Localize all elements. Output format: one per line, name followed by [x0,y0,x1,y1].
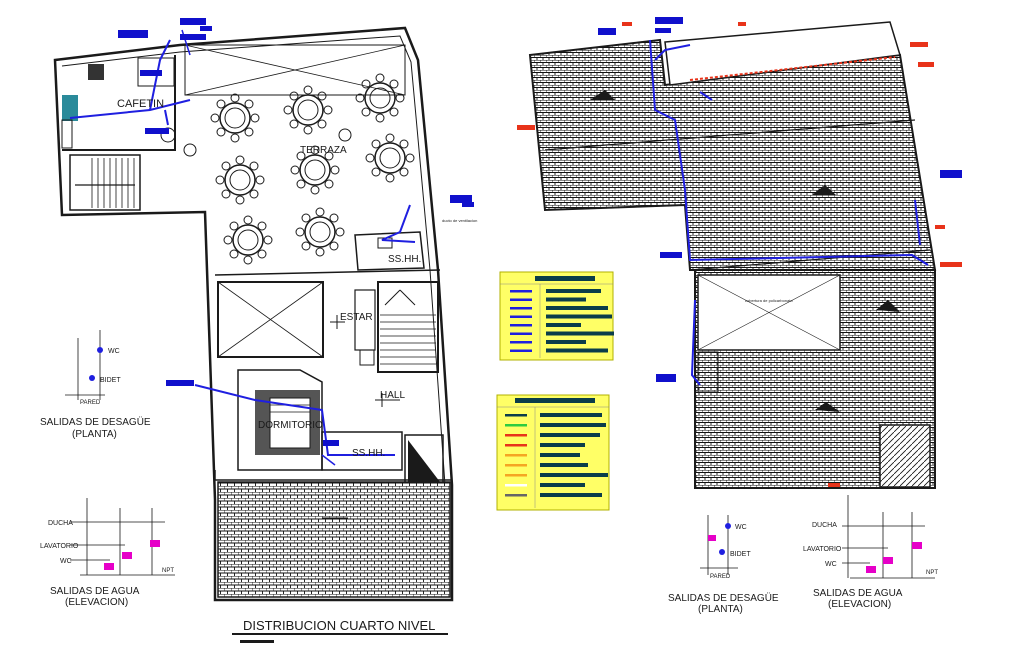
detail-agua-right-lavatorio: LAVATORIO [803,546,842,553]
legend-description [546,306,608,310]
legend-symbol [510,324,532,327]
detail-desague-right: WC BIDET PARED SALIDAS DE DESAGÜE (PLANT… [668,515,779,615]
legend-symbol [505,464,527,467]
legend-symbol [510,332,532,335]
stair-center [377,281,439,373]
tags-right [598,17,962,382]
legend-description [540,453,580,457]
legend-symbol [505,454,527,457]
detail-desague-left-wc: WC [108,348,120,355]
legend-symbol [510,290,532,293]
legend-top [499,271,614,361]
legend-description [546,331,614,336]
detail-agua-left-title2: (ELEVACION) [65,597,128,608]
plan-left-eave [184,44,406,96]
legend-symbol [505,434,527,437]
legend-description [546,297,586,302]
stair-left [69,154,141,211]
room-label-cafetin: CAFETIN [117,98,164,110]
plan-left-title: DISTRIBUCION CUARTO NIVEL [243,618,435,633]
detail-agua-right-npt: NPT [926,570,938,576]
legend-description [540,493,602,497]
detail-agua-left-ducha: DUCHA [48,520,73,527]
detail-desague-left-bidet: BIDET [100,377,121,384]
room-label-terraza: TERRAZA [300,145,347,156]
balcony-tiles [217,481,451,598]
floor-plan-left: CAFETIN TERRAZA SS.HH. ESTAR HALL DORMIT… [53,18,477,643]
detail-desague-left-pared: PARED [80,400,101,406]
detail-agua-right-ducha: DUCHA [812,522,837,529]
legend-symbol [505,474,527,477]
tags-left [118,18,474,446]
detail-agua-right-title2: (ELEVACION) [828,599,891,610]
roof-plan-right: cobertura de policarbonato [517,17,962,615]
terrace-tables [210,73,415,265]
detail-desague-right-title1: SALIDAS DE DESAGÜE [668,592,779,604]
legend-description [546,348,608,353]
legend-description [540,423,606,427]
room-label-sshh-bottom: SS.HH. [352,448,385,459]
detail-agua-left-npt: NPT [162,568,174,574]
legend-description [540,463,588,467]
note-policarbonato: cobertura de policarbonato [745,298,793,303]
legend-symbol [510,307,532,310]
detail-agua-right-wc: WC [825,561,837,568]
legend-description [546,289,601,293]
detail-desague-left-title1: SALIDAS DE DESAGÜE [40,416,151,428]
legend-symbol [505,484,527,487]
legend-description [540,443,585,447]
detail-agua-left: DUCHA LAVATORIO WC NPT SALIDAS DE AGUA (… [40,498,175,608]
legend-symbol [510,349,532,352]
room-label-hall: HALL [380,390,405,401]
detail-agua-left-lavatorio: LAVATORIO [40,543,79,550]
legend-symbol [505,414,527,417]
legend-bottom [496,394,610,511]
pipe-left-mid [194,204,416,456]
detail-desague-left-title2: (PLANTA) [72,429,117,440]
legend-symbol [505,494,527,497]
legend-symbol [510,341,532,344]
legend-description [540,413,602,417]
room-label-dormitorio: DORMITORIO [258,420,323,431]
pipe-left-top [69,39,191,126]
room-label-sshh-top: SS.HH. [388,254,421,265]
legend-description [546,323,581,327]
detail-desague-right-wc: WC [735,524,747,531]
detail-desague-right-bidet: BIDET [730,551,751,558]
detail-agua-left-title1: SALIDAS DE AGUA [50,586,140,597]
note-ducto: ducto de ventilacion [442,218,477,223]
legend-symbol [510,298,532,301]
detail-agua-right-title1: SALIDAS DE AGUA [813,588,903,599]
legend-description [546,340,586,344]
legend-description [546,314,612,319]
legend-description [540,473,608,477]
legend-description [540,483,585,487]
detail-agua-right: DUCHA LAVATORIO WC NPT SALIDAS DE AGUA (… [803,495,938,610]
plan-left-outer-wall [53,26,454,602]
detail-desague-right-title2: (PLANTA) [698,604,743,615]
pipe-right [649,39,929,386]
red-tags-right [517,22,962,487]
light-well [217,281,324,358]
legend-description [540,433,600,437]
legend-symbol [510,315,532,318]
room-label-estar: ESTAR [340,312,373,323]
detail-agua-left-wc: WC [60,558,72,565]
detail-desague-right-pared: PARED [710,574,731,580]
legend-symbol [505,424,527,427]
legend-symbol [505,444,527,447]
detail-desague-left: WC BIDET PARED SALIDAS DE DESAGÜE (PLANT… [40,330,151,440]
level-markers-left [322,315,400,519]
